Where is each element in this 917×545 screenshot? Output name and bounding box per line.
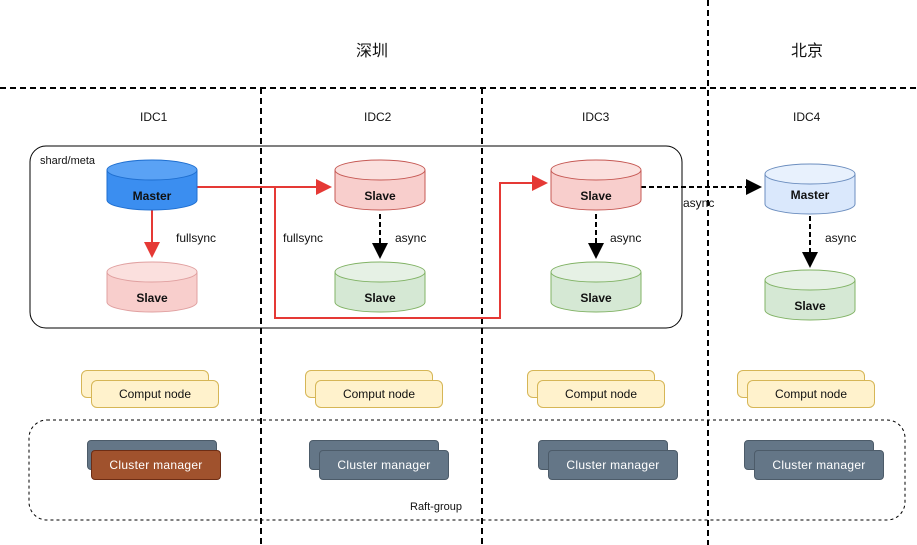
idc4-master-node (764, 163, 856, 215)
cluster-manager-4: Cluster manager (754, 450, 884, 480)
region-label-beijing: 北京 (791, 43, 824, 60)
idc-label-3: IDC3 (582, 110, 610, 124)
compute-node-3: Comput node (537, 380, 665, 408)
compute-node-1: Comput node (91, 380, 219, 408)
idc4-slave-label: Slave (794, 299, 826, 313)
idc2-slave-top-node (334, 159, 426, 211)
compute-node-4: Comput node (747, 380, 875, 408)
edge-label-idc3-async: async (610, 231, 642, 245)
edge-label-cross-async: async (683, 196, 715, 210)
cluster-manager-1: Cluster manager (91, 450, 221, 480)
compute-node-2: Comput node (315, 380, 443, 408)
shard-meta-group (29, 145, 683, 329)
raft-group-label: Raft-group (410, 501, 462, 513)
edge-label-idc2-fullsync: fullsync (283, 231, 324, 245)
edge-label-idc2-async: async (395, 231, 427, 245)
idc2-slave-bottom-node (334, 261, 426, 313)
idc1-slave-node (106, 261, 198, 313)
idc1-master-label: Master (132, 189, 172, 203)
idc1-master-node (106, 159, 198, 211)
idc1-slave-label: Slave (136, 291, 168, 305)
shard-meta-label: shard/meta (40, 155, 96, 167)
idc2-slave-bottom-label: Slave (364, 291, 396, 305)
idc3-slave-top-node (550, 159, 642, 211)
region-label-shenzhen: 深圳 (356, 43, 389, 60)
cluster-manager-3: Cluster manager (548, 450, 678, 480)
cluster-manager-2: Cluster manager (319, 450, 449, 480)
idc3-slave-bottom-label: Slave (580, 291, 612, 305)
idc4-slave-node (764, 269, 856, 321)
idc3-slave-bottom-node (550, 261, 642, 313)
idc-label-4: IDC4 (793, 110, 821, 124)
idc2-slave-top-label: Slave (364, 189, 396, 203)
idc-label-2: IDC2 (364, 110, 392, 124)
idc4-master-label: Master (790, 188, 830, 202)
edge-label-idc4-async: async (825, 231, 857, 245)
idc-label-1: IDC1 (140, 110, 168, 124)
edge-label-idc1-fullsync: fullsync (176, 231, 217, 245)
fullsync-arrow-idc3 (274, 175, 548, 319)
raft-group-box (28, 419, 906, 521)
idc3-slave-top-label: Slave (580, 189, 612, 203)
